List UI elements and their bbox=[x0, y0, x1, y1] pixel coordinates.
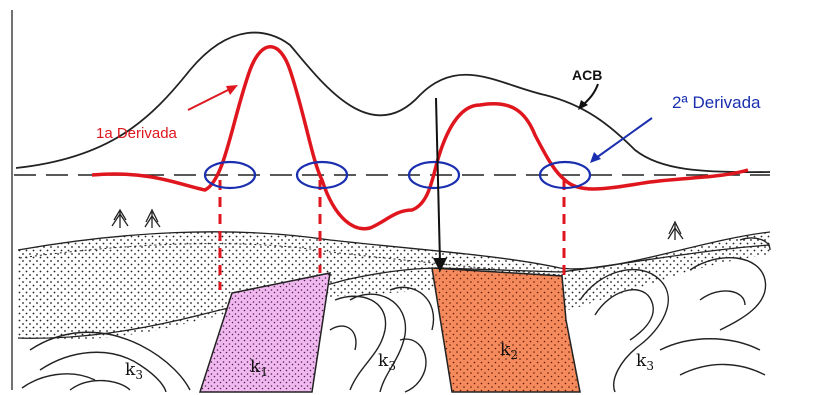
unit-label-k3-right: k3 bbox=[636, 351, 654, 373]
acb-curve bbox=[16, 33, 770, 173]
red-arrow-head bbox=[226, 85, 238, 95]
tree-icon bbox=[112, 210, 128, 228]
red-arrow-shaft bbox=[188, 88, 232, 110]
tree-icon bbox=[668, 222, 683, 240]
k2-body bbox=[432, 268, 580, 392]
folded-strata-left bbox=[22, 332, 190, 392]
surface-cover-layer bbox=[18, 232, 770, 341]
folded-strata-middle bbox=[330, 287, 434, 392]
first-derivative-curve bbox=[92, 47, 748, 229]
black-vertical-arrow-shaft bbox=[436, 98, 440, 262]
second-derivative-label: 2ª Derivada bbox=[672, 93, 761, 112]
tree-icon bbox=[145, 210, 160, 228]
unit-label-k3-middle: k3 bbox=[378, 351, 396, 373]
unit-label-k3-left: k3 bbox=[125, 360, 143, 382]
blue-arrow-head bbox=[590, 152, 601, 163]
first-derivative-label: 1a Derivada bbox=[96, 125, 178, 142]
acb-label: ACB bbox=[572, 67, 602, 83]
